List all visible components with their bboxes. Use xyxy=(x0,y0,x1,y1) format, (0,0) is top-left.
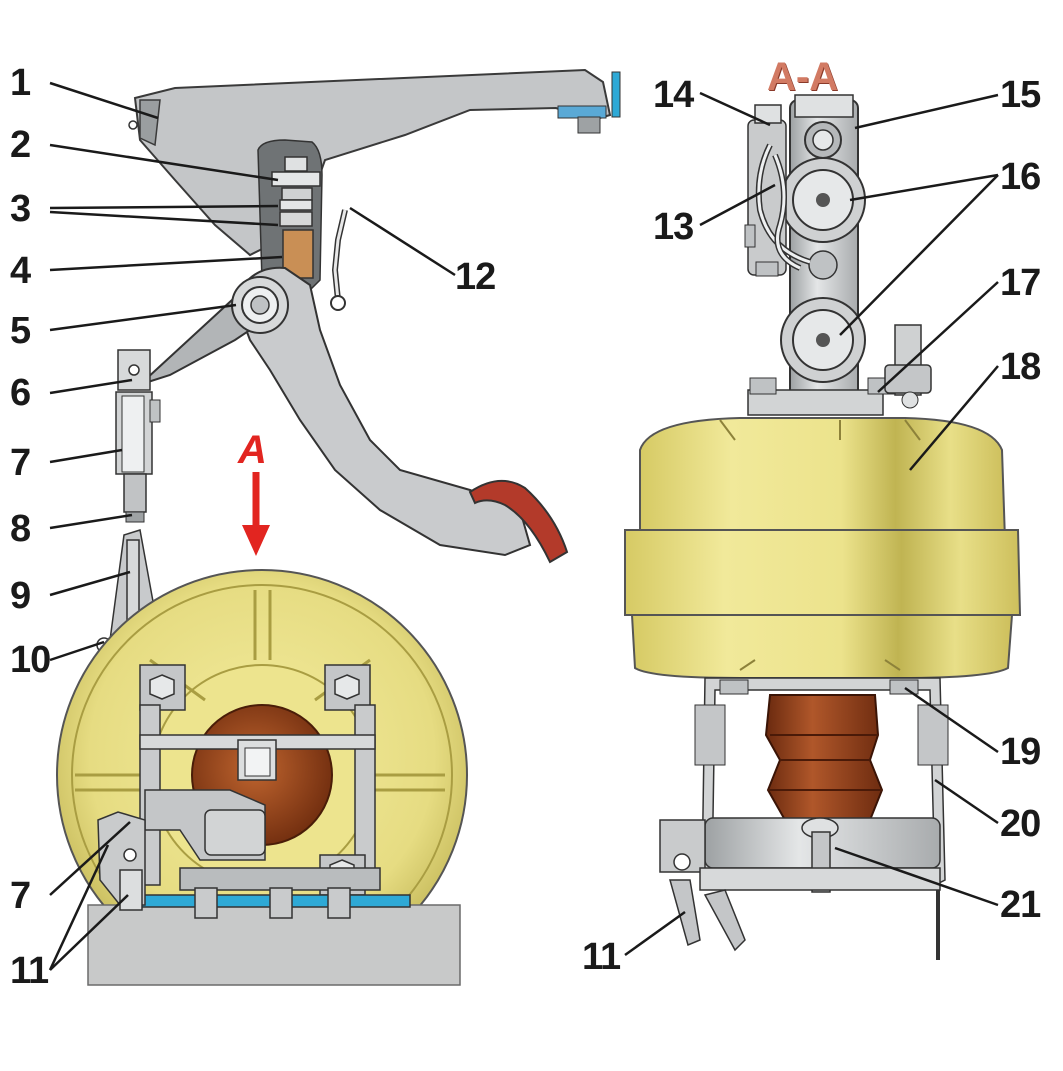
callout-4: 4 xyxy=(10,250,31,292)
callout-5: 5 xyxy=(10,310,31,352)
callout-19: 19 xyxy=(1000,731,1041,773)
master-cylinder-flange xyxy=(747,324,932,416)
leader-lines xyxy=(48,81,999,971)
callout-7-lower: 7 xyxy=(10,875,31,917)
callout-12: 12 xyxy=(455,256,496,298)
callout-20: 20 xyxy=(1000,803,1041,845)
section-label-a-a: A-A xyxy=(767,55,839,99)
floor-panel xyxy=(87,811,461,986)
pedal-bracket xyxy=(128,68,621,301)
vacuum-booster-body xyxy=(624,417,1022,679)
callout-7: 7 xyxy=(10,442,31,484)
callout-11-right: 11 xyxy=(582,936,621,978)
callout-2: 2 xyxy=(10,124,31,166)
master-cylinder xyxy=(780,94,866,401)
callout-17: 17 xyxy=(1000,262,1041,304)
view-arrow-a xyxy=(242,472,270,556)
callout-21: 21 xyxy=(1000,884,1041,926)
callout-18: 18 xyxy=(1000,346,1041,388)
callout-14: 14 xyxy=(653,74,694,116)
callout-9: 9 xyxy=(10,575,31,617)
pushrod-fork xyxy=(115,349,161,523)
callout-16: 16 xyxy=(1000,156,1041,198)
pedal-pad xyxy=(468,480,569,564)
callout-15: 15 xyxy=(1000,74,1041,116)
brake-pedal-lever xyxy=(143,266,532,557)
view-label-a: A xyxy=(238,428,267,472)
pedal-shaft-and-pushrod xyxy=(659,817,941,952)
callout-13: 13 xyxy=(653,206,694,248)
callout-11-lower-left: 11 xyxy=(10,950,49,992)
callout-10: 10 xyxy=(10,639,51,681)
pedal-return-spring xyxy=(330,209,348,311)
stop-light-switch xyxy=(271,156,321,279)
callout-8: 8 xyxy=(10,508,31,550)
callout-6: 6 xyxy=(10,372,31,414)
protective-boot xyxy=(764,694,884,830)
callout-3: 3 xyxy=(10,188,31,230)
callout-1: 1 xyxy=(10,62,31,104)
